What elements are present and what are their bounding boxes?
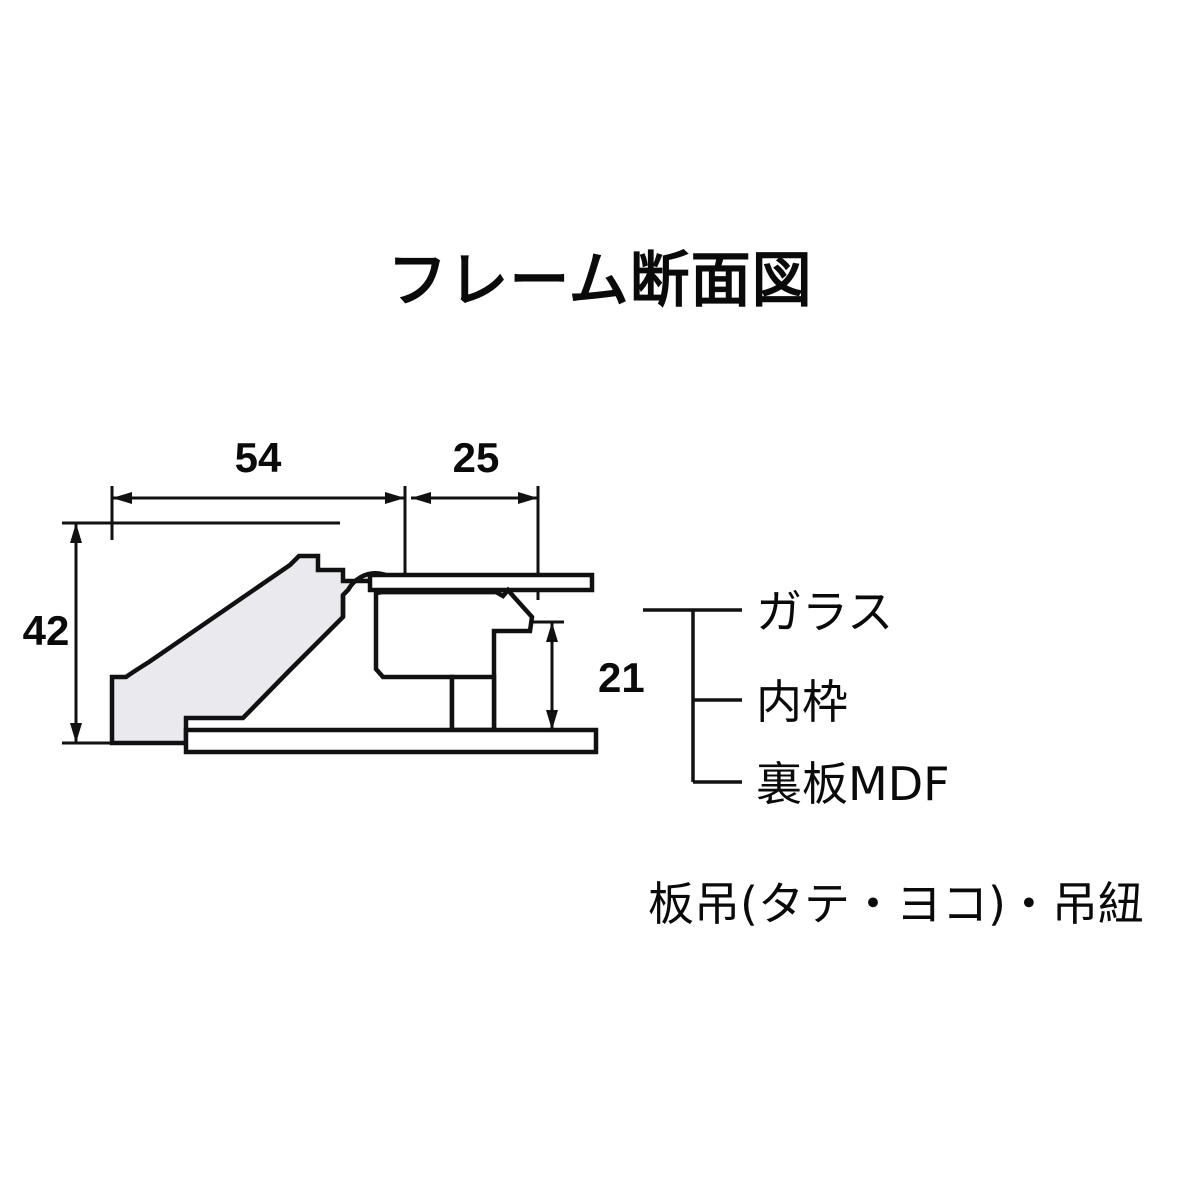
inner-frame-profile: [373, 586, 535, 733]
legend-label-glass: ガラス: [756, 585, 893, 639]
back-board-mdf: [183, 727, 599, 755]
arrowhead-left: [112, 492, 132, 504]
arrowhead-right: [385, 492, 405, 504]
dimension-height-21: 21: [533, 620, 645, 730]
legend-label-back-board: 裏板MDF: [756, 757, 950, 811]
arrowhead-left: [411, 492, 431, 504]
glass-sheet: [367, 572, 595, 593]
dimension-width-54: 54: [110, 434, 407, 600]
legend: ガラス 内枠 裏板MDF: [643, 585, 950, 811]
dimension-height-42: 42: [23, 521, 340, 745]
arrowhead-top: [546, 622, 558, 642]
dimension-label-25: 25: [453, 434, 500, 481]
hanging-hardware-note: 板吊(タテ・ヨコ)・吊紐: [648, 877, 1144, 931]
page-title: フレーム断面図: [387, 246, 813, 316]
dimension-width-25: 25: [411, 434, 540, 600]
dimension-label-42: 42: [23, 607, 70, 654]
legend-label-inner-frame: 内枠: [756, 675, 848, 729]
glass-sheet-body: [367, 572, 595, 593]
arrowhead-right: [518, 492, 538, 504]
arrowhead-bottom: [70, 723, 82, 743]
frame-moulding-profile: [109, 553, 408, 746]
inner-frame-tenon: [449, 674, 497, 733]
dimension-label-54: 54: [235, 434, 282, 481]
dimension-label-21: 21: [598, 654, 645, 701]
arrowhead-top: [70, 523, 82, 543]
arrowhead-bottom: [546, 710, 558, 730]
